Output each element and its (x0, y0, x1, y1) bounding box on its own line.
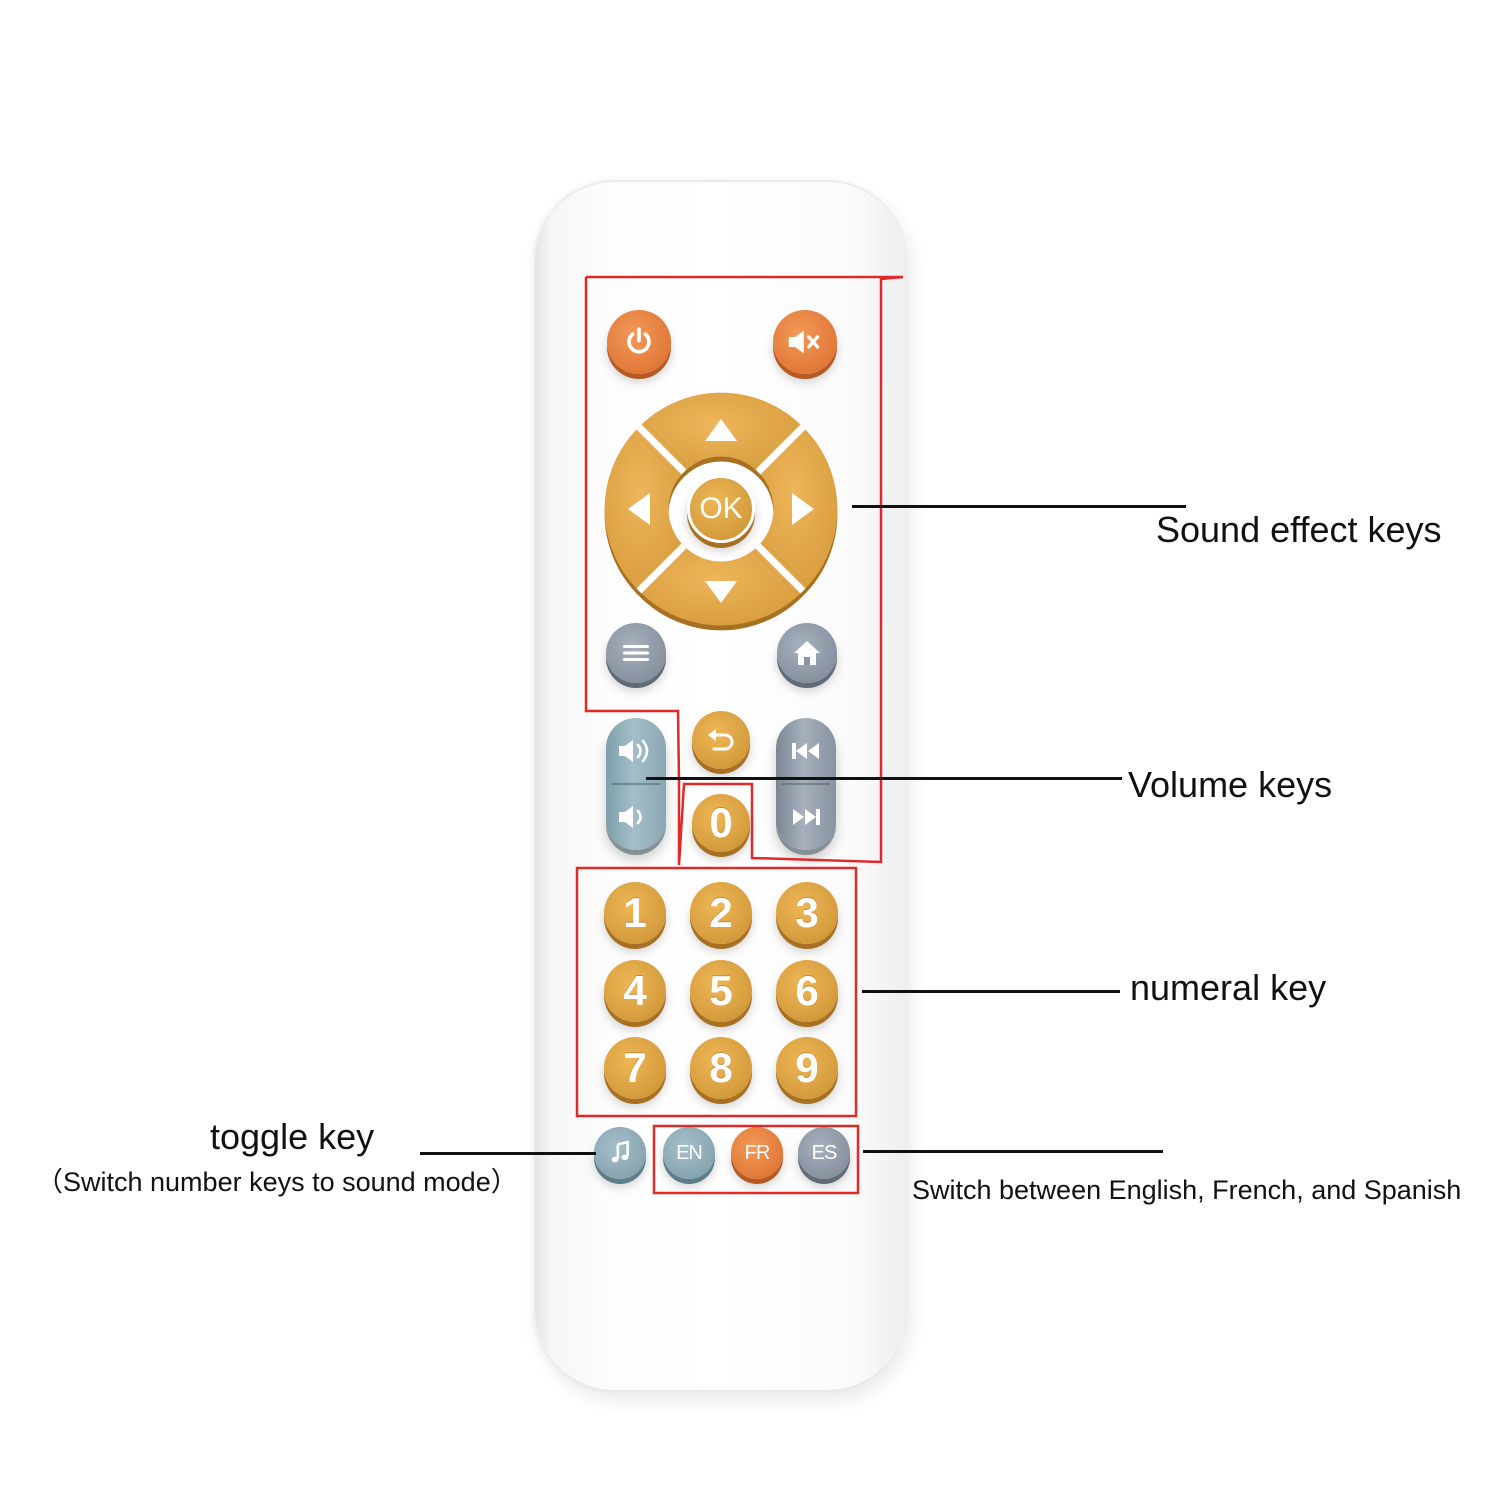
number-key-label: 8 (709, 1044, 733, 1091)
track-rocker (776, 718, 836, 850)
number-key-9[interactable]: 9 (776, 1037, 838, 1099)
volume-keys-label: Volume keys (1128, 764, 1333, 805)
number-key-label: 5 (709, 967, 733, 1014)
sound-effect-keys-label: Sound effect keys (1156, 509, 1442, 550)
toggle-sound-mode-button[interactable] (594, 1127, 646, 1179)
language-french-button[interactable]: FR (731, 1127, 783, 1179)
home-button[interactable] (777, 623, 837, 683)
language-leader-line (863, 1150, 1163, 1153)
back-icon (708, 729, 734, 751)
number-key-3[interactable]: 3 (776, 882, 838, 944)
number-key-1[interactable]: 1 (604, 882, 666, 944)
toggle-key-label: toggle key (210, 1116, 375, 1157)
volume-leader-line (646, 777, 1122, 780)
number-key-2[interactable]: 2 (690, 882, 752, 944)
sound-effect-leader-line (852, 505, 1186, 508)
next-track-button[interactable] (776, 784, 836, 850)
volume-down-icon (619, 806, 642, 828)
menu-button[interactable] (606, 623, 666, 683)
number-key-label: 1 (623, 889, 647, 936)
volume-rocker (606, 718, 666, 850)
toggle-leader-line (420, 1152, 596, 1155)
number-key-label: 9 (795, 1044, 819, 1091)
number-key-5[interactable]: 5 (690, 960, 752, 1022)
language-spanish-button[interactable]: ES (798, 1127, 850, 1179)
number-key-8[interactable]: 8 (690, 1037, 752, 1099)
number-key-0-label: 0 (709, 799, 733, 846)
number-key-6[interactable]: 6 (776, 960, 838, 1022)
number-key-4[interactable]: 4 (604, 960, 666, 1022)
home-icon (794, 641, 820, 665)
music-note-icon (611, 1140, 629, 1163)
number-key-label: 7 (623, 1044, 647, 1091)
ok-label: OK (699, 492, 743, 525)
language-key-label: EN (676, 1141, 703, 1164)
number-key-label: 4 (623, 967, 647, 1014)
numeral-leader-line (862, 990, 1120, 993)
power-icon (627, 327, 651, 354)
directional-pad: OK (603, 391, 839, 631)
language-key-label: FR (744, 1141, 771, 1164)
back-button[interactable] (692, 711, 750, 769)
language-english-button[interactable]: EN (663, 1127, 715, 1179)
menu-icon (623, 645, 649, 661)
number-key-label: 3 (795, 889, 819, 936)
number-key-label: 6 (795, 967, 819, 1014)
number-key-label: 2 (709, 889, 733, 936)
mute-icon (788, 330, 820, 354)
power-button[interactable] (607, 310, 671, 374)
language-keys-label: Switch between English, French, and Span… (912, 1175, 1462, 1205)
next-track-icon (793, 809, 820, 825)
language-key-label: ES (811, 1141, 838, 1164)
volume-up-icon (619, 739, 649, 763)
previous-track-icon (792, 743, 819, 759)
numeral-key-label: numeral key (1130, 967, 1327, 1008)
volume-up-button[interactable] (606, 718, 666, 784)
number-key-0[interactable]: 0 (692, 794, 750, 852)
remote-control-body (535, 180, 907, 1390)
volume-down-button[interactable] (606, 784, 666, 850)
mute-button[interactable] (773, 310, 837, 374)
number-key-7[interactable]: 7 (604, 1037, 666, 1099)
toggle-key-description: （Switch number keys to sound mode） (36, 1167, 518, 1197)
previous-track-button[interactable] (776, 718, 836, 784)
ok-button[interactable]: OK (687, 475, 755, 543)
